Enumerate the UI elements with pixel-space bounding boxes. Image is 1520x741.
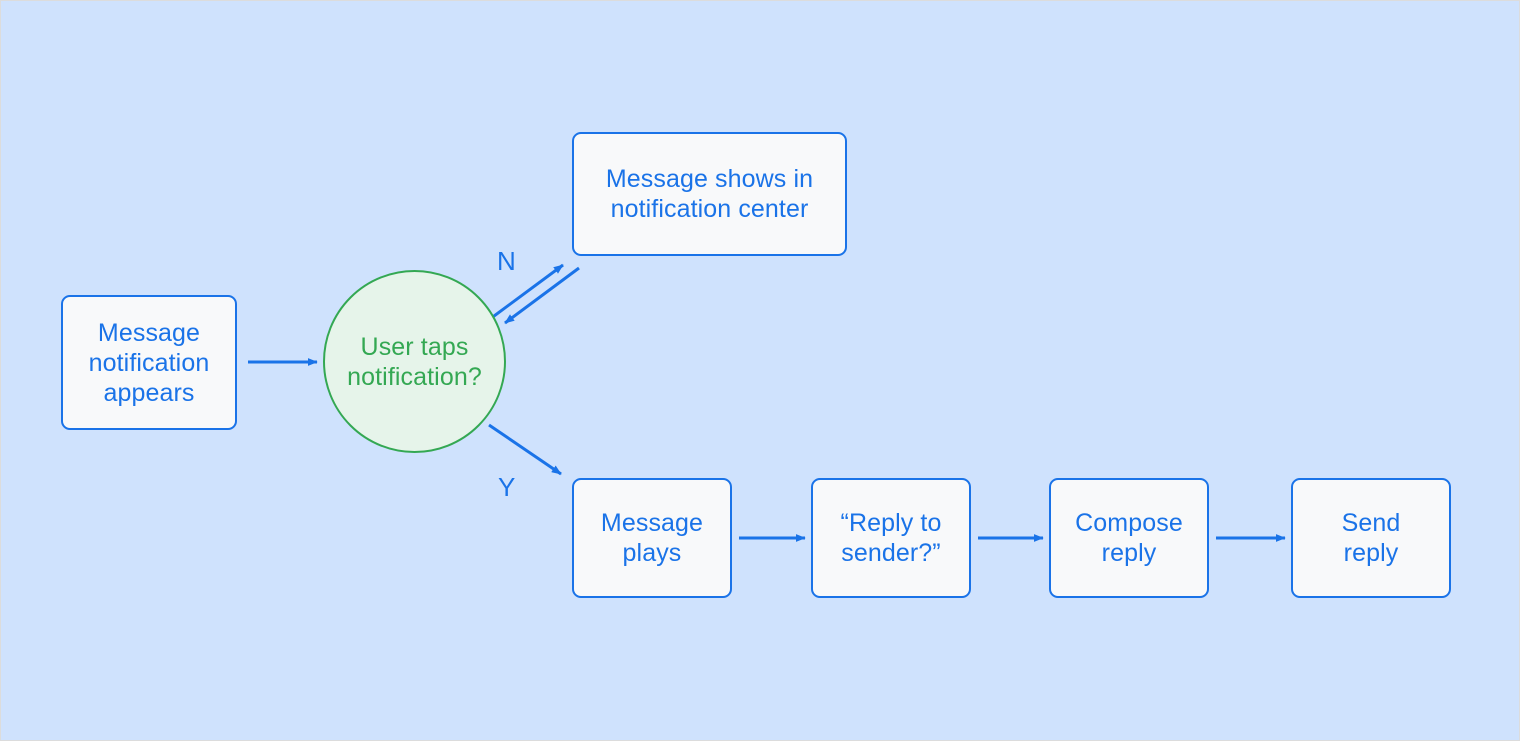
node-label: Message plays [600,509,704,567]
edge-center-back-to-decision [504,266,580,325]
node-label: “Reply to sender?” [840,509,942,567]
node-message-shows-in-notification-center[interactable]: Message shows in notification center [572,132,847,256]
node-label: Compose reply [1075,509,1183,567]
node-label: User taps notification? [347,332,482,391]
edge-label-no: N [497,246,516,276]
node-reply-to-sender[interactable]: “Reply to sender?” [811,478,971,598]
edge-decision-yes-to-plays [488,423,562,476]
node-label: Message shows in notification center [605,165,814,223]
node-label: Message notification appears [88,318,210,407]
node-message-notification-appears[interactable]: Message notification appears [61,295,237,430]
edge-label-yes: Y [498,472,516,502]
node-user-taps-notification[interactable]: User taps notification? [323,270,506,453]
node-send-reply[interactable]: Send reply [1291,478,1451,598]
node-message-plays[interactable]: Message plays [572,478,732,598]
node-compose-reply[interactable]: Compose reply [1049,478,1209,598]
node-label: Send reply [1341,509,1401,567]
